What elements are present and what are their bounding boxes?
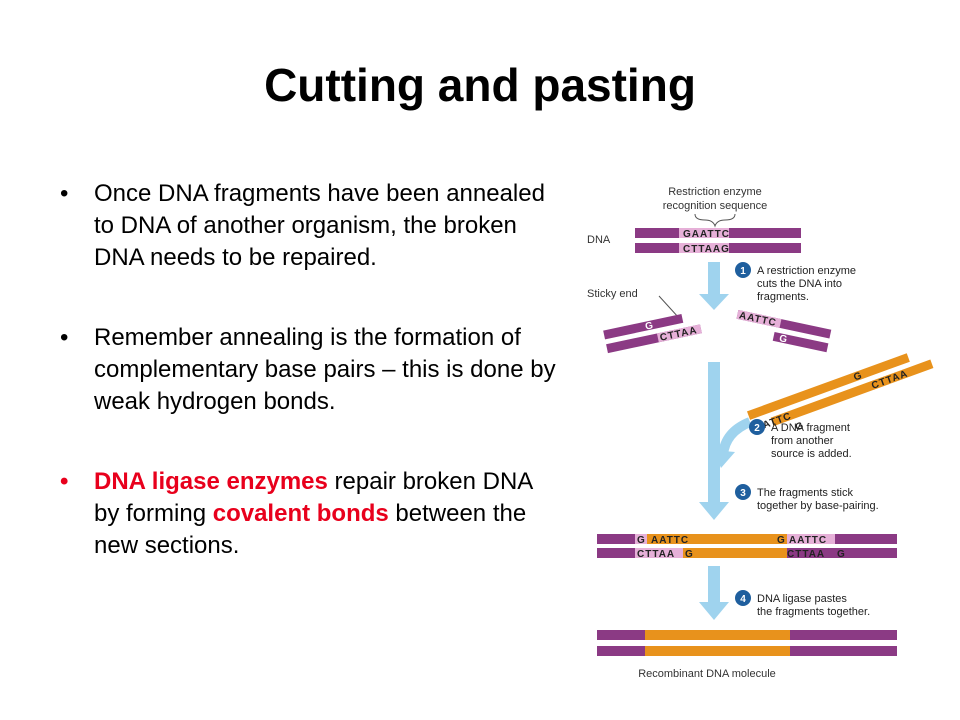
bullet-item: • DNA ligase enzymes repair broken DNA b…: [60, 466, 560, 562]
joined-bottom-3: CTTAA: [787, 549, 825, 560]
bullet-text-fragment: between the new sections.: [94, 500, 527, 559]
foreign-bottom-g: G: [794, 420, 806, 433]
step-3-number: 3: [740, 488, 746, 499]
step-4-badge: [735, 590, 751, 606]
highlight-term: covalent bonds: [212, 500, 389, 527]
bullet-text: Remember annealing is the formation of c…: [94, 324, 556, 415]
step-1-line1: A restriction enzyme: [757, 265, 856, 277]
recognition-site-bottom: [679, 243, 729, 253]
sticky-end-pointer: [658, 295, 680, 319]
bullet-dot-icon: •: [60, 324, 69, 351]
bullet-dot-icon: •: [60, 468, 69, 495]
step-2-line1: A DNA fragment: [771, 422, 850, 434]
frag-right-bottom: G: [778, 333, 789, 346]
step-3-line2: together by base-pairing.: [757, 500, 879, 512]
step-2-number: 2: [754, 423, 760, 434]
step-2-badge: [749, 419, 765, 435]
bullet-text: DNA ligase enzymes repair broken DNA by …: [94, 468, 532, 559]
step-4-line1: DNA ligase pastes: [757, 593, 847, 605]
recombinant-dna: [597, 630, 897, 656]
joined-bottom-1: CTTAA: [637, 549, 675, 560]
frag-left-bottom: CTTAA: [659, 325, 699, 344]
seq-top: GAATTC: [683, 229, 730, 240]
bullet-list: • Once DNA fragments have been annealed …: [60, 178, 560, 562]
step-3-line1: The fragments stick: [757, 487, 853, 499]
foreign-top-g: G: [852, 370, 864, 383]
highlight-term: DNA ligase enzymes: [94, 468, 328, 495]
fragment-left: G CTTAA: [603, 313, 702, 354]
recombinant-label: Recombinant DNA molecule: [638, 668, 776, 680]
recognition-brace-icon: [694, 213, 736, 228]
step-1-number: 1: [740, 266, 746, 277]
down-arrow-icon: [708, 566, 720, 602]
bullet-item: • Remember annealing is the formation of…: [60, 322, 560, 418]
frag-right-top: AATTC: [738, 310, 778, 329]
step-4-line2: the fragments together.: [757, 606, 870, 618]
step-4-number: 4: [740, 594, 746, 605]
step-1-badge: [735, 262, 751, 278]
bullet-text-fragment: repair broken DNA by forming: [94, 468, 532, 527]
fragment-right: AATTC G: [736, 309, 832, 353]
joined-top-1: G: [637, 535, 646, 546]
seq-bottom: CTTAAG: [683, 244, 730, 255]
annealed-dna: G AATTC G AATTC CTTAA G CTTAA G: [597, 534, 897, 560]
curved-arrow-icon: [718, 417, 753, 456]
recognition-site-top: [679, 228, 729, 238]
down-arrow-icon: [699, 502, 729, 520]
joined-top-4: AATTC: [789, 535, 827, 546]
down-arrow-icon: [699, 602, 729, 620]
down-arrow-icon: [699, 294, 729, 310]
original-dna: GAATTC CTTAAG: [635, 228, 801, 255]
step-2-line3: source is added.: [771, 448, 852, 460]
joined-bottom-4: G: [837, 549, 846, 560]
bullet-item: • Once DNA fragments have been annealed …: [60, 178, 560, 274]
recognition-label-line2: recognition sequence: [663, 200, 768, 212]
bullet-dot-icon: •: [60, 180, 69, 207]
slide-title: Cutting and pasting: [264, 59, 696, 111]
bullet-text: Once DNA fragments have been annealed to…: [94, 180, 545, 271]
down-arrow-icon: [708, 262, 720, 294]
dna-recombination-diagram: Restriction enzyme recognition sequence …: [587, 186, 934, 680]
joined-bottom-2: G: [685, 549, 694, 560]
joined-top-3: G: [777, 535, 786, 546]
dna-label: DNA: [587, 234, 611, 246]
down-arrow-icon: [708, 362, 720, 502]
step-1-line3: fragments.: [757, 291, 809, 303]
sticky-end-label: Sticky end: [587, 288, 638, 300]
joined-top-2: AATTC: [651, 535, 689, 546]
curved-arrow-icon: [713, 450, 735, 468]
frag-left-top: G: [644, 320, 655, 333]
step-2-line2: from another: [771, 435, 834, 447]
step-1-line2: cuts the DNA into: [757, 278, 842, 290]
step-3-badge: [735, 484, 751, 500]
recognition-label-line1: Restriction enzyme: [668, 186, 762, 198]
